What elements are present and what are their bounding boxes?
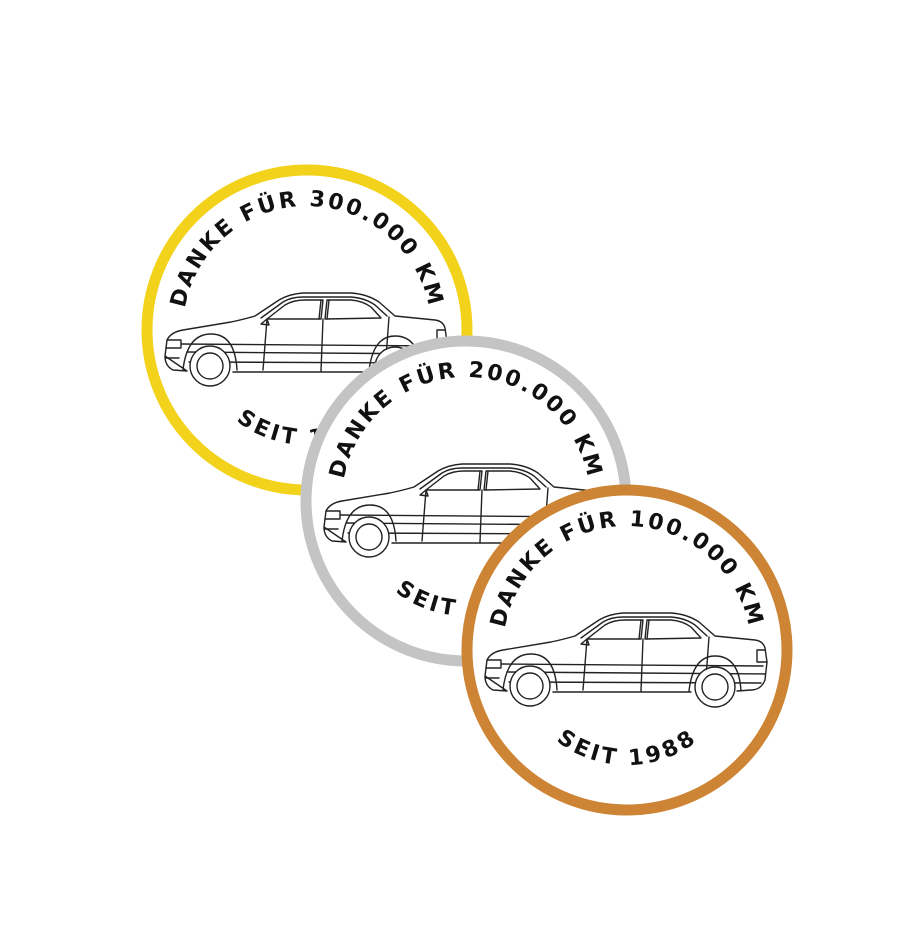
badge-100k: DANKE FÜR 100.000 KM SEIT 1988: [461, 484, 793, 816]
badge-ring: [461, 484, 793, 816]
badge-300k: DANKE FÜR 300.000 KM SEIT 1988: [141, 164, 473, 496]
